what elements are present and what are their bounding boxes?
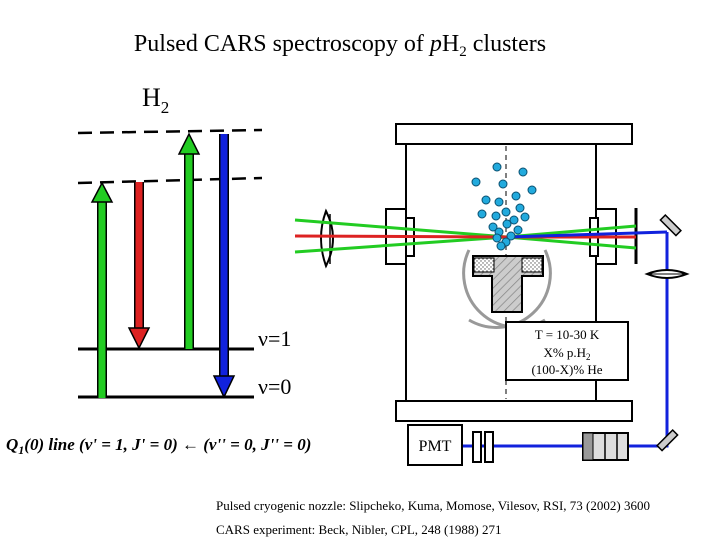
stokes-arrow <box>127 182 151 350</box>
temperature-label: T = 10-30 K <box>535 327 600 342</box>
anti-stokes-arrow <box>212 134 236 399</box>
cluster-dot <box>488 222 498 232</box>
molecule-label: H2 <box>142 83 169 117</box>
pmt-box <box>407 424 463 466</box>
focusing-lens <box>320 208 334 269</box>
vacuum-chamber <box>395 123 633 422</box>
conditions-box <box>505 321 629 381</box>
mirror-bottom <box>656 429 679 452</box>
cluster-dot <box>491 211 501 221</box>
cluster-dot <box>494 197 504 207</box>
cluster-dot <box>501 207 511 217</box>
level-v0-label: ν=0 <box>258 374 291 399</box>
cluster-dot <box>471 177 481 187</box>
cluster-dot <box>496 241 506 251</box>
cluster-dot <box>477 209 487 219</box>
cluster-beam <box>471 162 537 251</box>
cluster-dot <box>509 215 519 225</box>
cluster-dot <box>498 179 508 189</box>
cluster-dot <box>492 162 502 172</box>
mirror-top <box>659 214 682 237</box>
cluster-dot <box>513 225 523 235</box>
page-title: Pulsed CARS spectroscopy of pH2 clusters <box>134 31 546 60</box>
cluster-dot <box>515 203 525 213</box>
pump-arrow-2 <box>177 132 201 349</box>
transition-label: Q1(0) line (v' = 1, J' = 0) ← (v'' = 0, … <box>6 435 311 457</box>
cluster-dot <box>518 167 528 177</box>
reference-cars: CARS experiment: Beck, Nibler, CPL, 248 … <box>216 522 501 537</box>
filter-housing <box>582 432 629 461</box>
virtual-level-lower <box>77 176 263 185</box>
collimating-lens <box>644 269 690 279</box>
filter-stack <box>472 431 494 463</box>
cluster-dot <box>481 195 491 205</box>
pump-arrow-1 <box>90 181 114 398</box>
cluster-dot <box>502 219 512 229</box>
helium-label: (100-X)% He <box>531 362 602 377</box>
cluster-dot <box>527 185 537 195</box>
reference-nozzle: Pulsed cryogenic nozzle: Slipcheko, Kuma… <box>216 498 650 513</box>
virtual-level-upper <box>77 128 263 135</box>
level-v1-label: ν=1 <box>258 326 291 351</box>
cluster-dot <box>520 212 530 222</box>
cluster-dot <box>506 231 516 241</box>
concentration-label: X% p.H2 <box>543 345 590 362</box>
cluster-dot <box>511 191 521 201</box>
pmt-label: PMT <box>419 438 452 455</box>
cluster-dot <box>492 233 502 243</box>
